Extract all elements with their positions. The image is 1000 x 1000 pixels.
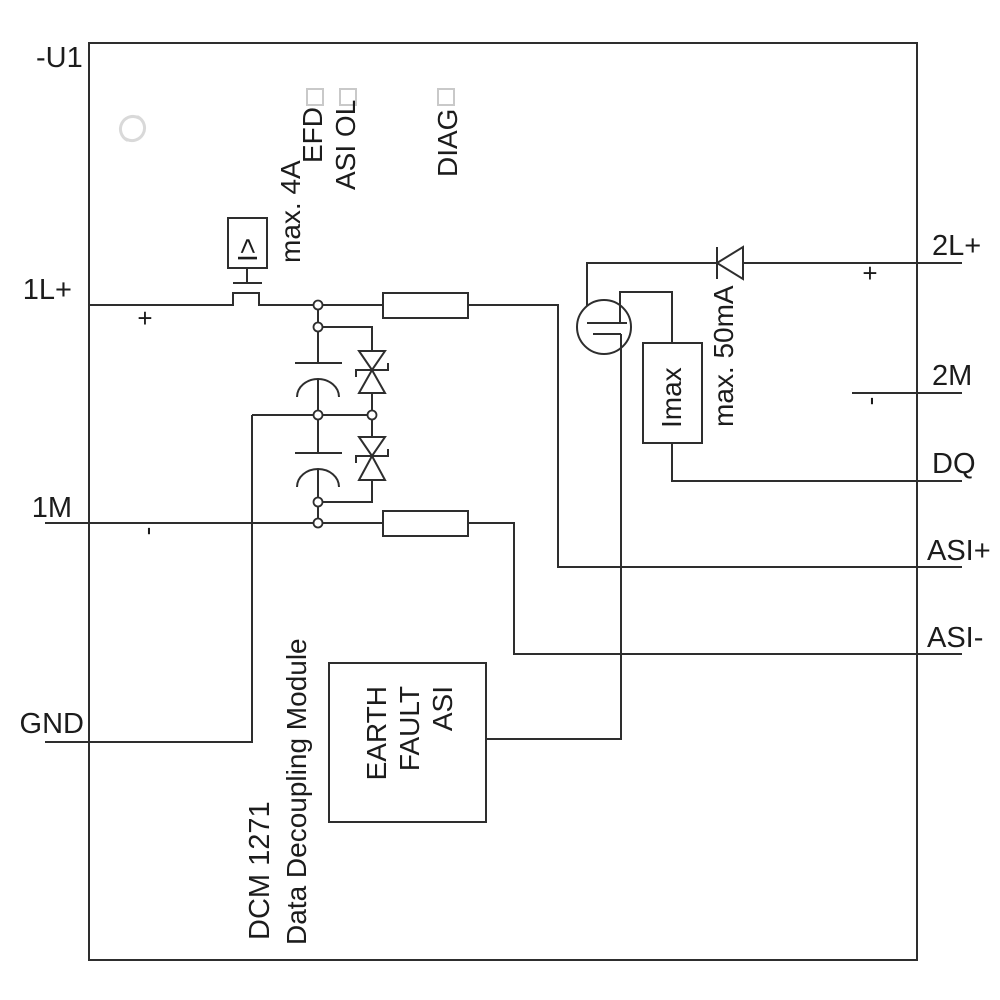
terminal-dq: DQ bbox=[932, 448, 976, 480]
led-efd-label: EFD bbox=[297, 107, 328, 163]
overcurrent-trip-label: I> bbox=[232, 238, 263, 262]
tvs2-bar bbox=[355, 449, 389, 463]
terminal-1m: 1M bbox=[32, 492, 72, 524]
wire-to-tvs1 bbox=[318, 326, 373, 351]
wire-tvs2-return bbox=[318, 480, 373, 503]
earth-fault-block bbox=[328, 662, 487, 823]
led-diag-label: DIAG bbox=[432, 109, 463, 177]
tvs1-upper-triangle bbox=[357, 350, 387, 372]
chain-link-icon bbox=[118, 114, 147, 143]
led-asi-ol-label: ASI OL bbox=[330, 100, 361, 190]
inductor-l1 bbox=[382, 292, 469, 319]
earth-fault-line2: FAULT bbox=[394, 686, 425, 771]
fuse-rating-label: max. 4A bbox=[275, 160, 306, 263]
junction-node bbox=[312, 409, 324, 421]
terminal-2l-plus: 2L+ bbox=[932, 230, 981, 262]
earth-fault-line3: ASI bbox=[427, 686, 458, 731]
led-efd bbox=[306, 88, 324, 106]
terminal-gnd: GND bbox=[20, 708, 84, 740]
junction-node bbox=[312, 321, 324, 333]
module-designator: -U1 bbox=[36, 42, 83, 74]
wire-l2-to-asi-minus bbox=[468, 522, 962, 655]
module-title-line2: Data Decoupling Module bbox=[281, 638, 312, 945]
imax-block bbox=[642, 342, 703, 444]
terminal-asi-minus: ASI- bbox=[927, 622, 983, 654]
inductor-l2 bbox=[382, 510, 469, 537]
wire-limiter-return bbox=[486, 334, 622, 740]
junction-node bbox=[312, 517, 324, 529]
polarity-1m-minus: - bbox=[132, 527, 162, 536]
imax-rating-label: max. 50mA bbox=[708, 285, 739, 427]
led-diag bbox=[437, 88, 455, 106]
junction-node bbox=[312, 299, 324, 311]
terminal-1l-plus: 1L+ bbox=[23, 274, 72, 306]
polarity-1l-plus: + bbox=[137, 303, 152, 333]
tvs1-bar bbox=[355, 363, 389, 377]
wire-2l-rail bbox=[586, 262, 962, 323]
wire-limiter-to-imax bbox=[619, 291, 673, 343]
wire-imax-to-dq bbox=[671, 443, 962, 482]
polarity-2m-minus: - bbox=[855, 397, 885, 406]
polarity-2l-plus: + bbox=[862, 258, 877, 288]
wire-l1-to-asi-plus bbox=[468, 304, 962, 568]
module-outline bbox=[88, 42, 918, 961]
led-asi-ol bbox=[339, 88, 357, 106]
tvs2-upper-triangle bbox=[357, 436, 387, 458]
wire-1l-rail bbox=[89, 292, 383, 306]
module-title-line1: DCM 1271 bbox=[244, 801, 276, 940]
terminal-asi-plus: ASI+ bbox=[927, 535, 991, 567]
junction-node bbox=[366, 409, 378, 421]
current-limiter-symbol bbox=[576, 299, 632, 355]
trip-actuator bbox=[233, 268, 262, 284]
diode-triangle bbox=[715, 245, 744, 281]
junction-node bbox=[312, 496, 324, 508]
earth-fault-line1: EARTH bbox=[361, 686, 392, 780]
terminal-2m: 2M bbox=[932, 360, 972, 392]
imax-label: Imax bbox=[656, 367, 687, 428]
